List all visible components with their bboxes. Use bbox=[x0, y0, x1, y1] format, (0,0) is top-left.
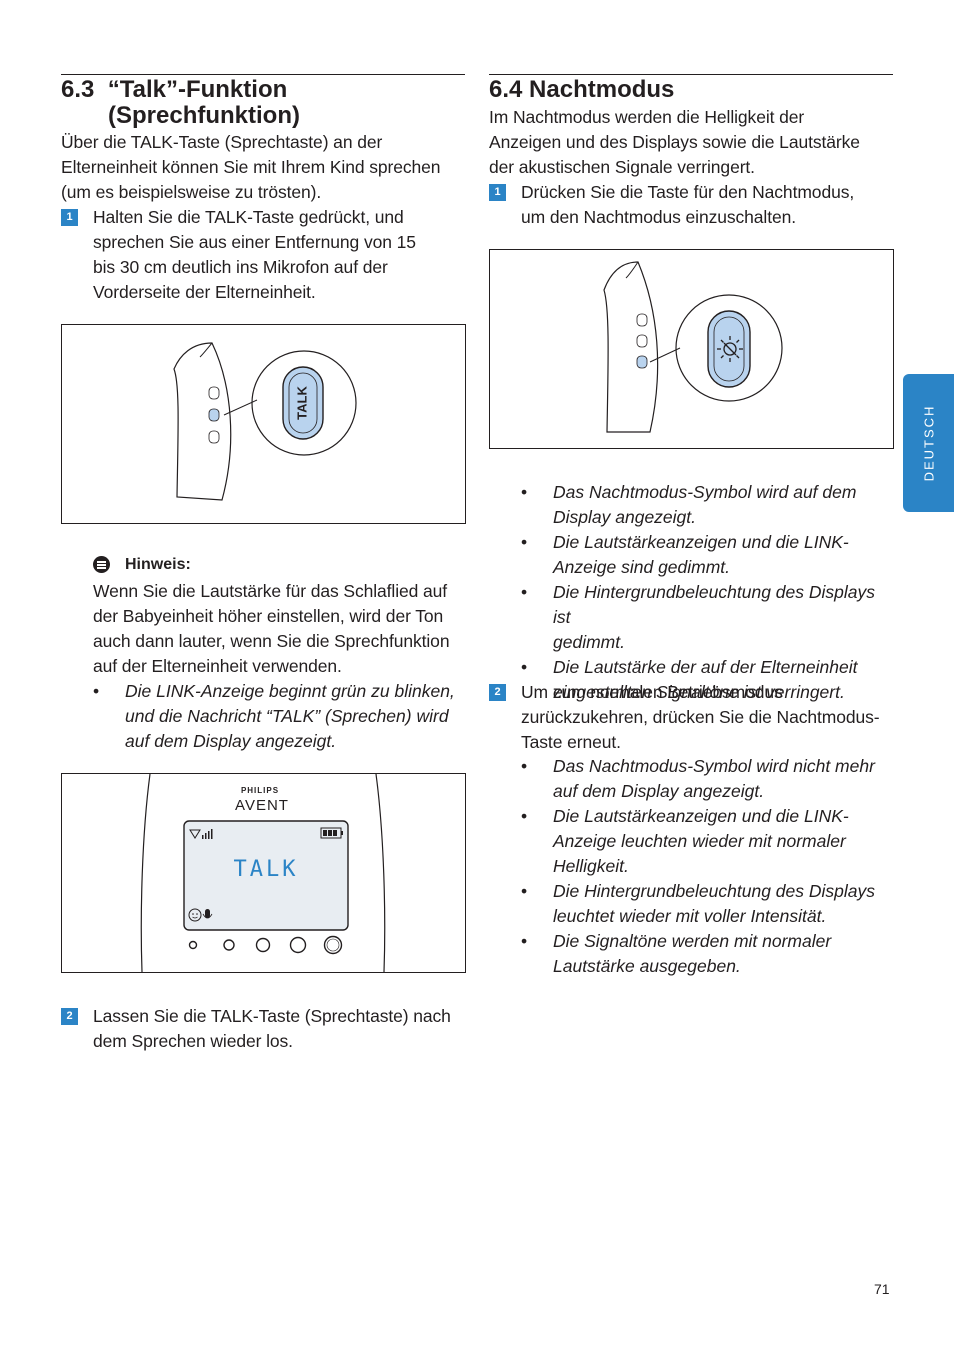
language-side-tab: DEUTSCH bbox=[903, 374, 954, 512]
section-heading-6-3-line2: (Sprechfunktion) bbox=[108, 102, 300, 129]
night-mode-icon bbox=[717, 336, 743, 362]
step-number-1: 1 bbox=[61, 209, 78, 226]
right-step1-text: Drücken Sie die Taste für den Nachtmodus… bbox=[521, 182, 855, 227]
left-step1-text: Halten Sie die TALK-Taste gedrückt, und … bbox=[93, 207, 416, 302]
section-heading-6-4: 6.4 Nachtmodus bbox=[489, 76, 675, 103]
hint-bullet-list: Die LINK-Anzeige beginnt grün zu blinken… bbox=[93, 679, 465, 754]
front-button-1 bbox=[188, 940, 198, 950]
parent-unit-side-drawing: TALK bbox=[173, 342, 357, 501]
front-button-2 bbox=[223, 939, 235, 951]
hint-title: Hinweis: bbox=[125, 556, 191, 573]
step-number-1: 1 bbox=[489, 184, 506, 201]
night-mode-off-bullets: Das Nachtmodus-Symbol wird nicht mehrauf… bbox=[521, 754, 893, 979]
battery-icon bbox=[320, 827, 343, 839]
list-item: Die Lautstärkeanzeigen und die LINK-Anze… bbox=[521, 530, 893, 580]
front-button-4 bbox=[289, 936, 307, 954]
list-item: Die Signaltöne werden mit normalerLautst… bbox=[521, 929, 893, 979]
parent-unit-side-drawing-night bbox=[603, 261, 783, 433]
night-mode-on-bullets: Das Nachtmodus-Symbol wird auf demDispla… bbox=[521, 480, 893, 705]
list-item: Die LINK-Anzeige beginnt grün zu blinken… bbox=[93, 679, 465, 754]
right-heading-rule bbox=[489, 74, 893, 75]
side-button-night bbox=[636, 355, 648, 369]
talk-button-illustration: TALK bbox=[61, 324, 466, 524]
front-button-3 bbox=[255, 937, 271, 953]
side-button-bottom bbox=[208, 430, 220, 444]
language-tab-label: DEUTSCH bbox=[921, 404, 936, 482]
microphone-icon bbox=[202, 909, 213, 919]
talk-button-label: TALK bbox=[294, 386, 309, 420]
right-step2-text: Um zum normalen Betriebsmodus zurückzuke… bbox=[521, 682, 880, 752]
parent-unit-front-drawing: PHILIPS AVENT TALK bbox=[140, 774, 386, 972]
list-item: Das Nachtmodus-Symbol wird auf demDispla… bbox=[521, 480, 893, 530]
left-heading-rule bbox=[61, 74, 465, 75]
side-button-middle bbox=[636, 334, 648, 348]
page-number: 71 bbox=[874, 1281, 890, 1297]
list-item: Die Lautstärkeanzeigen und die LINK-Anze… bbox=[521, 804, 893, 879]
side-button-talk bbox=[208, 408, 220, 422]
side-button-top bbox=[636, 313, 648, 327]
signal-icon bbox=[189, 829, 213, 839]
side-button-top bbox=[208, 386, 220, 400]
list-item: Die Lautstärke der auf der Elterneinheit… bbox=[521, 655, 893, 705]
lcd-screen bbox=[183, 820, 349, 931]
night-mode-button-illustration bbox=[489, 249, 894, 449]
left-step2-text: Lassen Sie die TALK-Taste (Sprechtaste) … bbox=[93, 1006, 451, 1051]
avent-logo-text: AVENT bbox=[235, 797, 289, 814]
hint-text: Wenn Sie die Lautstärke für das Schlafli… bbox=[93, 581, 450, 676]
display-talk-text: TALK bbox=[234, 857, 299, 882]
list-item: Die Hintergrundbeleuchtung des Displays … bbox=[521, 580, 893, 655]
front-button-5 bbox=[323, 935, 343, 955]
left-intro: Über die TALK-Taste (Sprechtaste) an der… bbox=[61, 132, 441, 202]
list-item: Das Nachtmodus-Symbol wird nicht mehrauf… bbox=[521, 754, 893, 804]
list-item: Die Hintergrundbeleuchtung des Displaysl… bbox=[521, 879, 893, 929]
info-icon bbox=[93, 556, 110, 573]
step-number-2: 2 bbox=[61, 1008, 78, 1025]
display-talk-illustration: PHILIPS AVENT TALK bbox=[61, 773, 466, 973]
right-intro: Im Nachtmodus werden die Helligkeit der … bbox=[489, 107, 860, 177]
baby-face-icon bbox=[188, 908, 202, 922]
philips-logo-text: PHILIPS bbox=[241, 786, 279, 795]
section-heading-6-3: 6.3 “Talk”-Funktion bbox=[61, 76, 288, 103]
step-number-2: 2 bbox=[489, 684, 506, 701]
